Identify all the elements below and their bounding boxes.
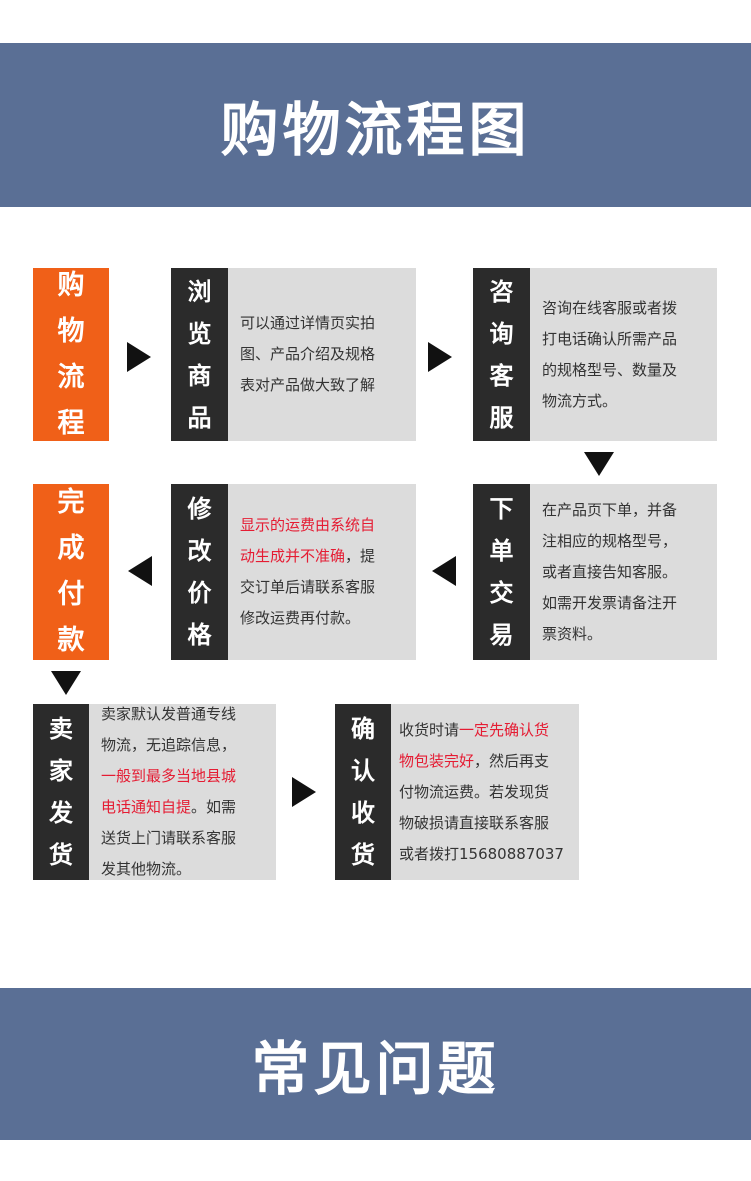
step-label-char: 易 — [489, 621, 514, 649]
description-text: 物破损请直接联系客服 — [399, 813, 550, 832]
arrow-right-icon — [127, 342, 151, 372]
step-label: 确认收货 — [335, 704, 391, 880]
arrow-right-icon — [428, 342, 452, 372]
highlight-text: 物包装完好 — [399, 751, 475, 770]
description-text: 在产品页下单，并备 — [542, 500, 678, 519]
step-label: 修改价格 — [171, 484, 228, 660]
tag-shopping-flow: 购物流程 — [33, 268, 109, 441]
arrow-left-icon — [128, 556, 152, 586]
arrow-left-icon — [432, 556, 456, 586]
step-label-char: 品 — [187, 403, 212, 432]
step-label-char: 商 — [187, 361, 212, 390]
description-text: ，然后再支 — [474, 751, 550, 770]
description-text: 如需开发票请备注开 — [542, 593, 678, 612]
step-label-char: 价 — [187, 579, 212, 607]
step-description: 收货时请一定先确认货物包装完好，然后再支付物流运费。若发现货物破损请直接联系客服… — [399, 704, 575, 880]
description-text: 。如需 — [191, 798, 237, 816]
description-text: 物流，无追踪信息， — [101, 736, 237, 754]
step-label-char: 修 — [187, 495, 212, 523]
step-label: 咨询客服 — [473, 268, 530, 441]
description-text: 交订单后请联系客服 — [240, 578, 376, 596]
step-label-char: 货 — [351, 841, 375, 869]
description-text: 或者直接告知客服。 — [542, 562, 678, 581]
description-text: 付物流运费。若发现货 — [399, 782, 550, 801]
step-label-char: 收 — [351, 799, 375, 827]
footer-banner: 常见问题 — [0, 988, 751, 1140]
description-text: 可以通过详情页实拍 — [240, 314, 376, 332]
description-text: 或者拨打15680887037 — [399, 844, 564, 863]
step-label-char: 发 — [49, 799, 73, 827]
card-order: 下单交易 在产品页下单，并备注相应的规格型号， 或者直接告知客服。如需开发票请备注… — [473, 484, 717, 660]
step-label-char: 家 — [49, 757, 73, 785]
description-text: 票资料。 — [542, 624, 603, 643]
tag-char: 流 — [57, 361, 85, 393]
description-text: 送货上门请联系客服 — [101, 829, 237, 847]
step-description: 在产品页下单，并备注相应的规格型号， 或者直接告知客服。如需开发票请备注开票资料。 — [542, 484, 713, 660]
step-label-char: 格 — [187, 621, 212, 649]
step-description: 卖家默认发普通专线物流，无追踪信息， 一般到最多当地县城电话通知自提。如需送货上门… — [101, 704, 272, 880]
step-label: 浏览商品 — [171, 268, 228, 441]
step-label-char: 客 — [489, 361, 514, 390]
card-browse: 浏览商品 可以通过详情页实拍图、产品介绍及规格表对产品做大致了解 — [171, 268, 416, 441]
highlight-text: 一般到最多当地县城 — [101, 767, 237, 785]
highlight-text: 动生成并不准确 — [240, 547, 346, 565]
tag-char: 成 — [57, 533, 85, 564]
card-modify: 修改价格 显示的运费由系统自动生成并不准确，提交订单后请联系客服修改运费再付款。 — [171, 484, 416, 660]
step-label-char: 下 — [489, 495, 514, 523]
page-title: 购物流程图 — [220, 96, 531, 164]
step-description: 显示的运费由系统自动生成并不准确，提交订单后请联系客服修改运费再付款。 — [240, 484, 412, 660]
arrow-down-icon — [584, 452, 614, 476]
highlight-text: 显示的运费由系统自 — [240, 516, 376, 534]
description-text: 图、产品介绍及规格 — [240, 345, 376, 363]
tag-char: 付 — [57, 579, 85, 610]
step-label-char: 浏 — [187, 277, 212, 306]
step-label-char: 单 — [489, 537, 514, 565]
tag-char: 完 — [57, 487, 85, 518]
step-label-char: 交 — [489, 579, 514, 607]
tag-char: 款 — [57, 625, 85, 656]
step-label: 卖家发货 — [33, 704, 89, 880]
description-text: 打电话确认所需产品 — [542, 329, 678, 348]
step-label-char: 咨 — [489, 277, 514, 306]
description-text: ，提 — [345, 547, 376, 565]
tag-char: 物 — [57, 315, 85, 347]
card-ship: 卖家发货 卖家默认发普通专线物流，无追踪信息， 一般到最多当地县城电话通知自提。如… — [33, 704, 276, 880]
step-label-char: 览 — [187, 319, 212, 348]
description-text: 咨询在线客服或者拨 — [542, 298, 678, 317]
step-description: 咨询在线客服或者拨打电话确认所需产品的规格型号、数量及物流方式。 — [542, 268, 713, 441]
description-text: 物流方式。 — [542, 391, 618, 410]
step-label-char: 货 — [49, 841, 73, 869]
card-receive: 确认收货 收货时请一定先确认货物包装完好，然后再支付物流运费。若发现货物破损请直… — [335, 704, 579, 880]
step-label-char: 询 — [489, 319, 514, 348]
step-description: 可以通过详情页实拍图、产品介绍及规格表对产品做大致了解 — [240, 268, 412, 441]
step-label-char: 改 — [187, 537, 212, 565]
description-text: 的规格型号、数量及 — [542, 360, 678, 379]
highlight-text: 一定先确认货 — [459, 720, 550, 739]
step-label-char: 认 — [351, 757, 375, 785]
step-label-char: 服 — [489, 403, 514, 432]
step-label-char: 确 — [351, 715, 375, 743]
tag-payment-complete: 完成付款 — [33, 484, 109, 660]
description-text: 发其他物流。 — [101, 860, 192, 878]
arrow-right-icon — [292, 777, 316, 807]
card-consult: 咨询客服 咨询在线客服或者拨打电话确认所需产品的规格型号、数量及物流方式。 — [473, 268, 717, 441]
description-text: 卖家默认发普通专线 — [101, 705, 237, 723]
highlight-text: 电话通知自提 — [101, 798, 192, 816]
description-text: 修改运费再付款。 — [240, 609, 361, 627]
tag-char: 购 — [57, 269, 85, 301]
header-banner: 购物流程图 — [0, 43, 751, 207]
description-text: 表对产品做大致了解 — [240, 376, 376, 394]
description-text: 收货时请 — [399, 720, 460, 739]
arrow-down-icon — [51, 671, 81, 695]
description-text: 注相应的规格型号， — [542, 531, 678, 550]
section-title: 常见问题 — [251, 1035, 500, 1103]
step-label-char: 卖 — [49, 715, 73, 743]
step-label: 下单交易 — [473, 484, 530, 660]
tag-char: 程 — [57, 407, 85, 439]
